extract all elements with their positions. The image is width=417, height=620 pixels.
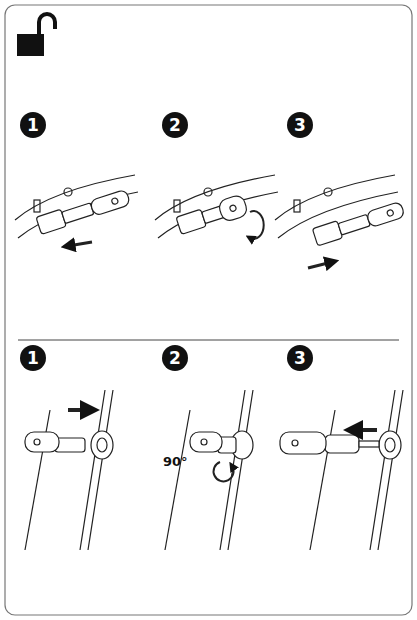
angle-label: 90°	[163, 454, 188, 469]
step-number-text: 1	[27, 117, 39, 134]
step-number: 3	[287, 112, 313, 138]
lock-top-views	[15, 175, 405, 268]
step-number: 2	[162, 345, 188, 371]
step-number-text: 2	[169, 117, 181, 134]
step-number: 3	[287, 345, 313, 371]
separator	[18, 340, 399, 341]
lock-side-views	[25, 390, 403, 550]
step-number: 1	[20, 112, 46, 138]
frame	[5, 5, 412, 615]
step-number-text: 1	[27, 350, 39, 367]
unlock-icon	[17, 14, 55, 56]
step-number-text: 3	[294, 117, 306, 134]
step-number-text: 2	[169, 350, 181, 367]
step-number: 2	[162, 112, 188, 138]
step-number: 1	[20, 345, 46, 371]
step-number-text: 3	[294, 350, 306, 367]
